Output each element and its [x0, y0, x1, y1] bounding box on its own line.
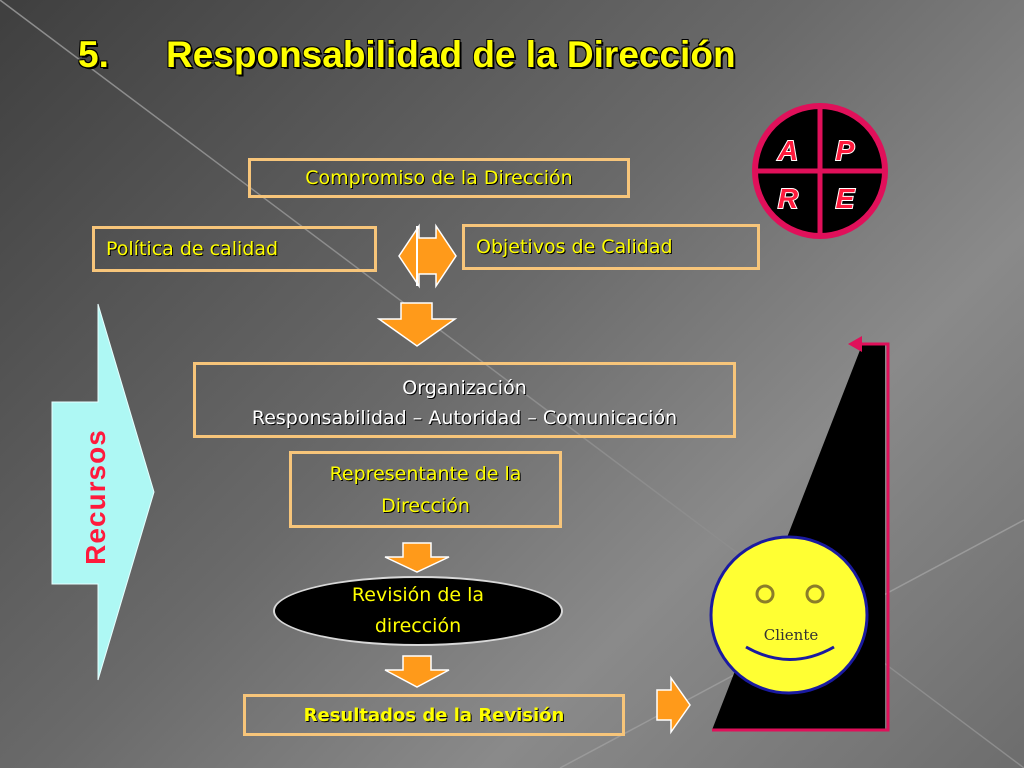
politica-box: Política de calidad: [92, 226, 377, 272]
politica-text: Política de calidad: [106, 238, 279, 260]
objetivos-box: Objetivos de Calidad: [462, 224, 760, 270]
recursos-arrow: [51, 303, 155, 681]
slide-title: 5. Responsabilidad de la Dirección: [78, 34, 736, 76]
apre-letter-e: E: [836, 183, 856, 214]
smiley-right-eye: [805, 584, 825, 604]
representante-line1: Representante de la: [329, 462, 522, 485]
apre-letter-a: A: [777, 135, 798, 166]
double-arrow: [398, 223, 457, 289]
compromiso-text: Compromiso de la Dirección: [305, 167, 573, 189]
down-arrow-1: [376, 302, 458, 347]
smiley-left-eye: [755, 584, 775, 604]
title-number: 5.: [78, 34, 109, 75]
compromiso-box: Compromiso de la Dirección: [248, 158, 630, 198]
smiley-face: [709, 535, 869, 695]
apre-letter-p: P: [836, 135, 855, 166]
cliente-bracket: [712, 342, 890, 732]
revision-ellipse: Revisión de la dirección: [273, 576, 563, 646]
cliente-bracket-arrowhead: [848, 336, 862, 352]
down-arrow-2: [384, 542, 450, 573]
organizacion-box: Organización Responsabilidad – Autoridad…: [193, 362, 736, 438]
smiley-mouth: [745, 645, 835, 661]
cliente-label: Cliente: [764, 626, 819, 644]
down-arrow-3: [384, 655, 450, 688]
objetivos-text: Objetivos de Calidad: [476, 236, 673, 258]
organizacion-subtitle: Responsabilidad – Autoridad – Comunicaci…: [251, 407, 678, 429]
cliente-smiley: Cliente: [709, 535, 869, 695]
recursos-text: Recursos: [80, 429, 111, 565]
right-arrow-cliente: [656, 675, 691, 735]
apre-letter-r: R: [778, 183, 799, 214]
apre-cycle: A P R E: [752, 103, 888, 239]
organizacion-title: Organización: [402, 377, 527, 399]
title-text: Responsabilidad de la Dirección: [166, 34, 736, 75]
revision-line1: Revisión de la: [351, 584, 485, 606]
resultados-text: Resultados de la Revisión: [303, 704, 565, 726]
representante-line2: Dirección: [381, 494, 470, 517]
double-arrow-shape: [398, 223, 457, 289]
representante-box: Representante de la Dirección: [289, 451, 562, 528]
revision-line2: dirección: [374, 615, 462, 637]
resultados-box: Resultados de la Revisión: [243, 694, 625, 736]
